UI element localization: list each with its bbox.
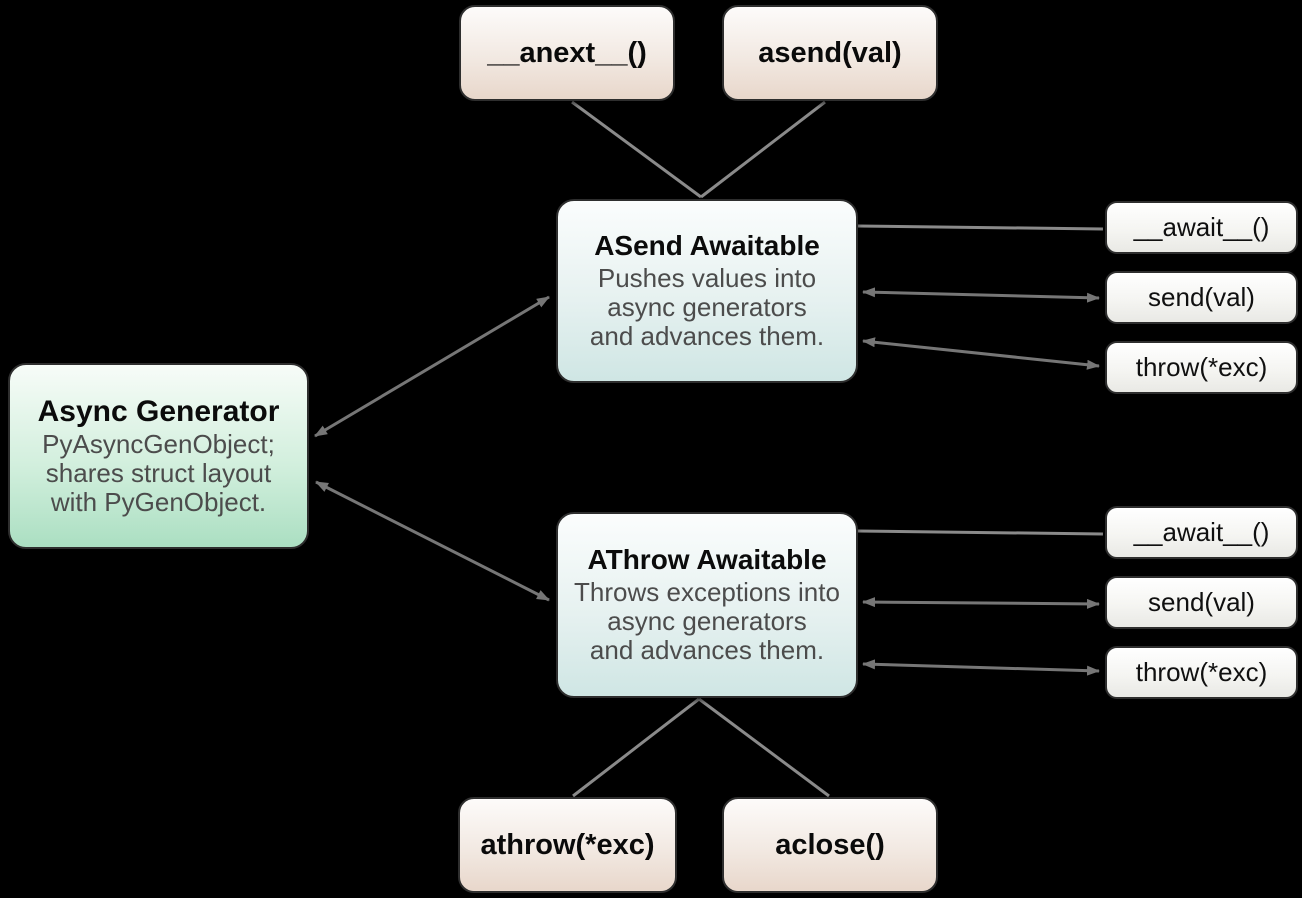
- node-asend-awaitable-title: ASend Awaitable: [594, 229, 820, 261]
- node-aclose: aclose(): [722, 797, 938, 893]
- node-async-generator-line2: shares struct layout: [45, 457, 272, 488]
- connector-athrow-awaitable-to-aclose: [698, 697, 830, 798]
- node-asend-awaitable-line1: Pushes values into: [597, 262, 817, 293]
- node-asend-throw: throw(*exc): [1105, 341, 1298, 394]
- node-athrow-throw-label: throw(*exc): [1135, 657, 1268, 687]
- node-athrow-send: send(val): [1105, 576, 1298, 629]
- node-asend-label: asend(val): [758, 36, 902, 69]
- node-athrow-await: __await__(): [1105, 506, 1298, 559]
- node-athrow-awaitable-line1: Throws exceptions into: [574, 576, 840, 607]
- node-asend-send-label: send(val): [1148, 282, 1255, 312]
- node-athrow-method: athrow(*exc): [458, 797, 677, 893]
- node-athrow-method-label: athrow(*exc): [480, 828, 655, 861]
- node-asend: asend(val): [722, 5, 938, 101]
- node-athrow-awaitable-line3: and advances them.: [589, 634, 825, 665]
- connector-athrow-awaitable-to-athrow-method: [572, 697, 700, 798]
- node-async-generator-title: Async Generator: [37, 394, 280, 428]
- node-aclose-label: aclose(): [775, 828, 885, 861]
- node-asend-await: __await__(): [1105, 201, 1298, 254]
- node-asend-await-label: __await__(): [1133, 212, 1270, 242]
- node-athrow-awaitable-line2: async generators: [607, 605, 807, 636]
- arrow-athrow-awaitable-throw: [862, 659, 1100, 676]
- arrow-async-generator-athrow-awaitable: [315, 480, 550, 602]
- connector-asend-to-asend-awaitable: [700, 100, 826, 199]
- node-anext: __anext__(): [459, 5, 675, 101]
- node-async-generator-line1: PyAsyncGenObject;: [42, 428, 275, 459]
- node-asend-awaitable-line2: async generators: [607, 291, 807, 322]
- connector-asend-awaitable-to-await: [857, 224, 1104, 231]
- connector-athrow-awaitable-to-await: [857, 529, 1104, 536]
- node-athrow-throw: throw(*exc): [1105, 646, 1298, 699]
- node-anext-label: __anext__(): [487, 36, 647, 69]
- arrow-asend-awaitable-throw: [862, 337, 1100, 370]
- node-asend-throw-label: throw(*exc): [1135, 352, 1268, 382]
- arrow-async-generator-asend-awaitable: [314, 295, 550, 438]
- node-asend-send: send(val): [1105, 271, 1298, 324]
- node-athrow-awaitable: AThrow Awaitable Throws exceptions into …: [556, 512, 858, 698]
- node-async-generator-line3: with PyGenObject.: [50, 487, 267, 518]
- node-asend-awaitable-line3: and advances them.: [589, 320, 825, 351]
- arrow-athrow-awaitable-send: [862, 597, 1100, 609]
- node-asend-awaitable: ASend Awaitable Pushes values into async…: [556, 199, 858, 383]
- node-athrow-await-label: __await__(): [1133, 517, 1270, 547]
- arrow-asend-awaitable-send: [862, 287, 1100, 303]
- connector-anext-to-asend-awaitable: [571, 100, 702, 199]
- node-async-generator: Async Generator PyAsyncGenObject; shares…: [8, 363, 309, 549]
- node-athrow-awaitable-title: AThrow Awaitable: [587, 543, 827, 575]
- node-athrow-send-label: send(val): [1148, 587, 1255, 617]
